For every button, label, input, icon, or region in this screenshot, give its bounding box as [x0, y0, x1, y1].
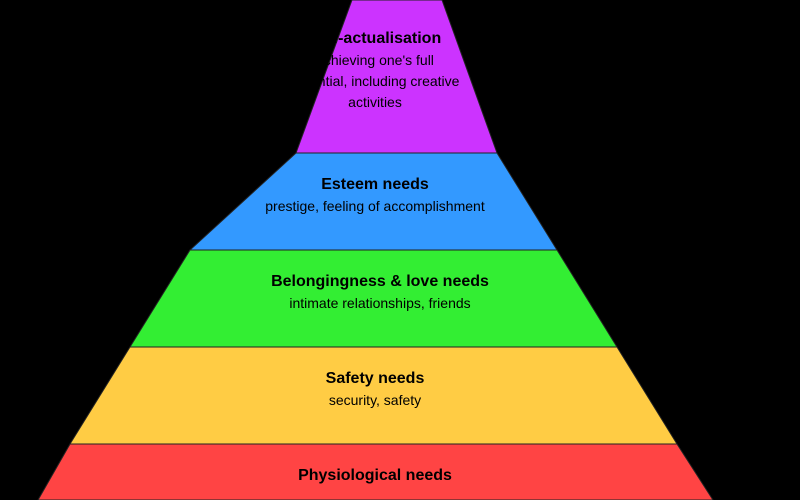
level-safety: Safety needs security, safety	[230, 368, 520, 411]
level-title: Belongingness & love needs	[271, 273, 489, 290]
level-belongingness: Belongingness & love needs intimate rela…	[190, 271, 570, 314]
tier-physiological	[37, 443, 714, 500]
level-description: security, safety	[328, 392, 422, 408]
level-title: Physiological needs	[298, 467, 452, 484]
level-self-actualisation: Self-actualisation achieving one's full …	[290, 28, 460, 113]
level-description: prestige, feeling of accomplishment	[265, 198, 485, 214]
level-title: Esteem needs	[321, 176, 429, 193]
level-physiological: Physiological needs	[220, 465, 530, 487]
level-description: intimate relationships, friends	[289, 295, 471, 311]
level-esteem: Esteem needs prestige, feeling of accomp…	[210, 174, 540, 217]
level-title: Safety needs	[325, 370, 425, 387]
level-title: Self-actualisation	[308, 30, 442, 47]
level-description: achieving one's full potential, includin…	[290, 52, 460, 110]
